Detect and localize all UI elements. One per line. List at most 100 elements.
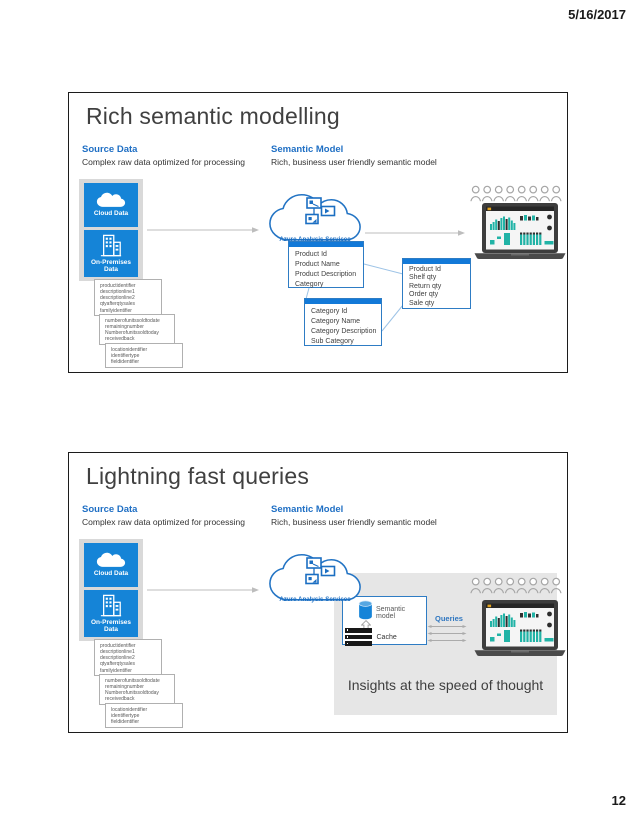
field-item: locationidentifier	[111, 706, 148, 713]
entity-field: Category Description	[311, 328, 377, 336]
on-premises-data-box: On-Premises Data	[84, 230, 138, 277]
cloud-icon	[96, 192, 126, 208]
field-item: descriptionline1	[100, 288, 135, 295]
source-field-list-2: numberofunitssoldtodate remainingnumber …	[99, 314, 175, 345]
entity-field: Product Id	[409, 265, 441, 273]
field-item: numberofunitssoldtodate	[105, 677, 160, 684]
azure-analysis-services-cloud: Azure Analysis Services	[267, 553, 363, 606]
entity-field: Return qty	[409, 282, 442, 290]
source-field-list-3: locationidentifier identifiertype fieldi…	[105, 343, 183, 368]
field-item: receivedback	[105, 696, 135, 703]
field-item: receivedback	[105, 336, 135, 343]
semantic-model-box: Semantic model Cache	[342, 596, 427, 648]
field-item: fieldidentifier	[111, 359, 140, 366]
source-field-list-2: numberofunitssoldtodate remainingnumber …	[99, 674, 175, 705]
entity-field: Category Id	[311, 307, 348, 315]
entity-header-bar	[403, 259, 470, 264]
semantic-model-label: Semantic model	[376, 605, 406, 620]
field-item: Numberofunitssoldtoday	[105, 690, 159, 697]
source-field-list-1: productidentifier descriptionline1 descr…	[94, 639, 162, 676]
azure-analysis-services-icon	[305, 557, 336, 585]
field-item: familyidentifier	[100, 667, 132, 674]
cache-server-stack-icon	[344, 628, 372, 648]
queries-label: Queries	[435, 614, 463, 623]
field-item: identifiertype	[111, 712, 140, 719]
source-field-list-1: productidentifier descriptionline1 descr…	[94, 279, 162, 316]
cloud-data-box: Cloud Data	[84, 543, 138, 587]
page-number: 12	[611, 793, 626, 808]
slide-title: Rich semantic modelling	[86, 103, 340, 129]
cloud-data-box: Cloud Data	[84, 183, 138, 227]
print-date: 5/16/2017	[568, 7, 626, 22]
field-item: familyidentifier	[100, 307, 132, 314]
laptop-dashboard-icon	[474, 600, 566, 656]
quantity-entity-box: Product Id Shelf qty Return qty Order qt…	[402, 258, 471, 309]
insight-tagline: Insights at the speed of thought	[347, 677, 544, 693]
cloud-data-label: Cloud Data	[93, 570, 129, 578]
field-item: remainingnumber	[105, 683, 144, 690]
on-premises-data-box: On-Premises Data	[84, 590, 138, 637]
semantic-model-column-header: Semantic Model Rich, business user frien…	[271, 504, 461, 527]
product-entity-box: Product Id Product Name Product Descript…	[288, 241, 364, 288]
entity-header-bar	[305, 299, 381, 304]
source-data-panel: Cloud Data On-Premises Data	[79, 539, 143, 641]
server-bar	[344, 641, 372, 646]
server-bar	[344, 634, 372, 640]
slide-lightning-fast-queries: Lightning fast queries Source Data Compl…	[68, 452, 568, 733]
entity-field: Product Id	[295, 250, 327, 258]
source-data-column-header: Source Data Complex raw data optimized f…	[82, 144, 272, 167]
semantic-model-subheading: Rich, business user friendly semantic mo…	[271, 157, 437, 167]
users-icons-row	[470, 577, 562, 594]
field-item: remainingnumber	[105, 323, 144, 330]
field-item: descriptionline2	[100, 655, 135, 662]
source-data-subheading: Complex raw data optimized for processin…	[82, 517, 245, 527]
building-icon	[100, 234, 122, 256]
on-premises-data-label: On-Premises Data	[90, 618, 132, 634]
semantic-model-column-header: Semantic Model Rich, business user frien…	[271, 144, 461, 167]
azure-analysis-services-label: Azure Analysis Services	[279, 596, 351, 603]
entity-field: Shelf qty	[409, 274, 437, 281]
category-entity-box: Category Id Category Name Category Descr…	[304, 298, 382, 346]
entity-field: Category	[295, 281, 324, 289]
semantic-model-heading: Semantic Model	[271, 144, 344, 155]
azure-analysis-services-icon	[305, 197, 336, 225]
queries-arrows-icon	[427, 625, 467, 642]
field-item: fieldidentifier	[111, 719, 140, 726]
entity-field: Category Name	[311, 317, 361, 325]
field-item: locationidentifier	[111, 346, 148, 353]
cloud-data-label: Cloud Data	[93, 210, 129, 218]
source-data-subheading: Complex raw data optimized for processin…	[82, 157, 245, 167]
laptop-dashboard-icon	[474, 203, 566, 259]
entity-field: Product Name	[295, 260, 340, 268]
entity-field: Order qty	[409, 291, 439, 298]
source-data-heading: Source Data	[82, 504, 138, 515]
entity-header-bar	[289, 242, 363, 247]
slide-rich-semantic-modelling: Rich semantic modelling Source Data Comp…	[68, 92, 568, 373]
source-field-list-3: locationidentifier identifiertype fieldi…	[105, 703, 183, 728]
slide-title: Lightning fast queries	[86, 463, 310, 489]
database-cylinder-icon	[358, 600, 373, 619]
field-item: productidentifier	[100, 642, 136, 649]
entity-field: Sub Category	[311, 338, 354, 346]
semantic-model-heading: Semantic Model	[271, 504, 344, 515]
cloud-icon	[96, 552, 126, 568]
cache-label: Cache	[376, 633, 397, 641]
field-item: Numberofunitssoldtoday	[105, 330, 159, 337]
field-item: identifiertype	[111, 352, 140, 359]
azure-analysis-services-label: Azure Analysis Services	[279, 236, 351, 243]
semantic-model-subheading: Rich, business user friendly semantic mo…	[271, 517, 437, 527]
users-icons-row	[470, 185, 562, 202]
field-item: qtyafterqtysales	[100, 661, 136, 668]
server-bar	[344, 628, 372, 633]
entity-field: Sale qty	[409, 299, 435, 307]
on-premises-data-label: On-Premises Data	[90, 258, 132, 274]
source-data-panel: Cloud Data On-Premises Data	[79, 179, 143, 281]
source-data-column-header: Source Data Complex raw data optimized f…	[82, 504, 272, 527]
azure-analysis-services-cloud: Azure Analysis Services	[267, 193, 363, 246]
entity-field: Product Description	[295, 271, 357, 279]
field-item: numberofunitssoldtodate	[105, 317, 160, 324]
field-item: descriptionline2	[100, 295, 135, 302]
field-item: productidentifier	[100, 282, 136, 289]
building-icon	[100, 594, 122, 616]
